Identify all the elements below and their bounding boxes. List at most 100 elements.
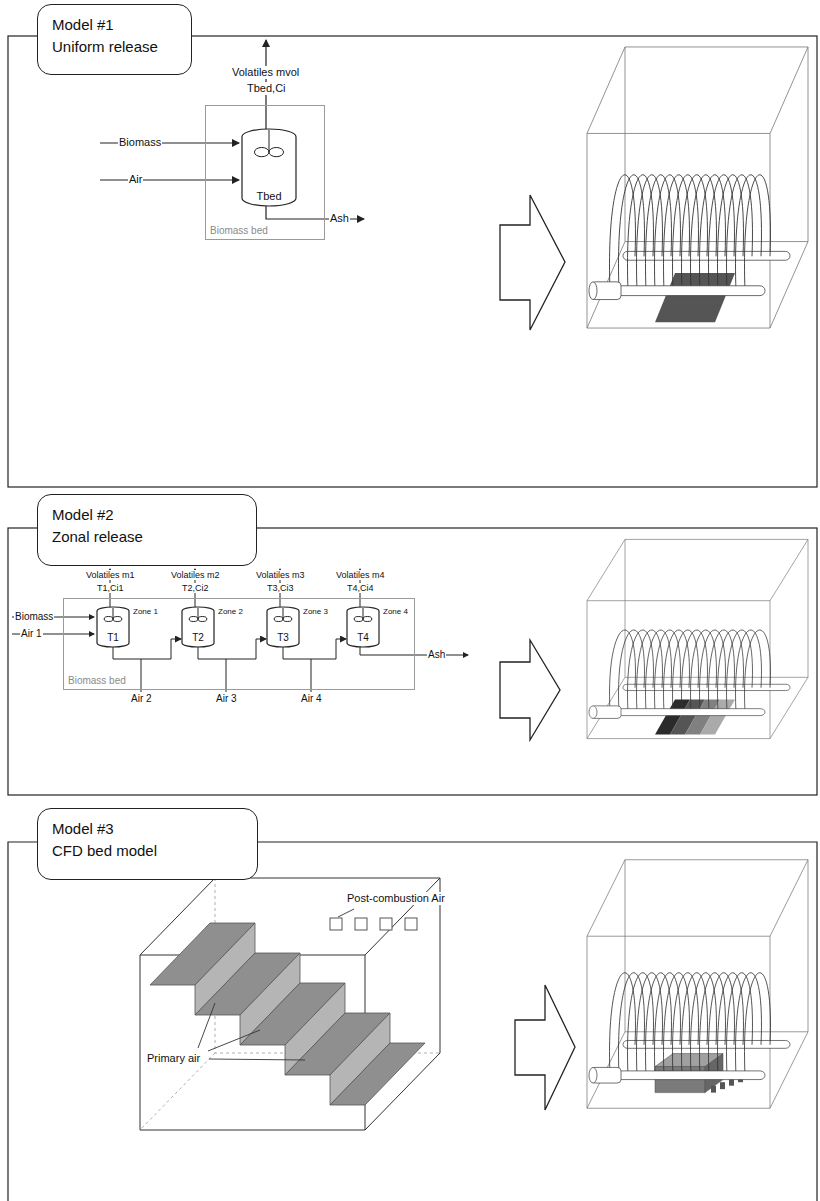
vessel-body xyxy=(347,607,379,647)
panel-frame xyxy=(8,842,817,1201)
hollow-arrow xyxy=(500,195,565,330)
bed-surface xyxy=(655,273,735,322)
model-number: Model #3 xyxy=(52,818,243,840)
reactor-vessel: Zone 2T2 xyxy=(181,607,215,647)
annotation-label: Volatiles m1 xyxy=(85,570,136,580)
bed-label: Biomass bed xyxy=(210,225,268,237)
furnace-outline xyxy=(140,878,440,1130)
air-line xyxy=(311,659,312,692)
mixer-blade xyxy=(269,147,284,156)
air-port xyxy=(330,918,342,930)
temperature-label: T1 xyxy=(96,632,130,643)
air-port xyxy=(380,918,392,930)
mixer-shaft xyxy=(269,130,270,152)
flow-arrow xyxy=(100,179,239,180)
model-name: Uniform release xyxy=(52,36,177,58)
annotation-label: Air 4 xyxy=(300,693,323,705)
vessel-body xyxy=(267,607,299,647)
mixer-blade xyxy=(274,617,283,622)
mixer-blade xyxy=(254,147,269,156)
grate-step xyxy=(330,1043,425,1105)
annotation-label: Volatiles m4 xyxy=(335,570,386,580)
leader-line xyxy=(209,1059,305,1060)
annotation-label: Air xyxy=(128,173,143,186)
annotation-label: Volatiles m2 xyxy=(170,570,221,580)
leader-line xyxy=(338,909,354,917)
bed-region: Biomass bedZone 1T1Zone 2T2Zone 3T3Zone … xyxy=(63,598,415,690)
reactor-vessel: Tbed xyxy=(241,129,297,206)
annotation-label: T3,Ci3 xyxy=(266,583,295,593)
furnace-3d xyxy=(587,47,808,328)
boiler-tubes xyxy=(589,630,790,718)
model-tab: Model #2Zonal release xyxy=(37,494,257,566)
boiler-tubes xyxy=(589,973,790,1083)
hollow-arrow xyxy=(515,985,575,1110)
annotation-label: Tbed,Ci xyxy=(246,82,287,95)
mixer-blade xyxy=(198,617,207,622)
air-port xyxy=(355,918,367,930)
model-name: CFD bed model xyxy=(52,840,243,862)
flow-arrow xyxy=(360,647,468,655)
furnace-box xyxy=(587,539,808,738)
leader-line xyxy=(198,1003,215,1048)
reactor-vessel: Zone 4T4 xyxy=(346,607,380,647)
boiler-tubes xyxy=(589,175,790,300)
air-port xyxy=(405,918,417,930)
annotation-label: Air 1 xyxy=(20,628,43,640)
panel-frame xyxy=(8,528,817,795)
annotation-label: Air 3 xyxy=(215,693,238,705)
vessel-body xyxy=(182,607,214,647)
vessel-body xyxy=(97,607,129,647)
model-tab: Model #3CFD bed model xyxy=(37,808,258,880)
hidden-edge xyxy=(140,878,440,1130)
annotation-label: Post-combustion Air xyxy=(346,892,446,905)
mixer-blade xyxy=(189,617,198,622)
temperature-label: Tbed xyxy=(241,190,297,202)
annotation-label: Ash xyxy=(329,212,350,225)
mixer-blade xyxy=(113,617,122,622)
annotation-label: Primary air xyxy=(146,1052,201,1065)
furnace-box xyxy=(587,860,808,1109)
vessel-body xyxy=(242,129,296,206)
annotation-label: Biomass xyxy=(14,611,54,623)
annotation-label: T1,Ci1 xyxy=(96,583,125,593)
furnace-3d xyxy=(587,539,808,738)
mixer-blade xyxy=(363,617,372,622)
air-line xyxy=(226,659,227,692)
mixer-blade xyxy=(104,617,113,622)
model-name: Zonal release xyxy=(52,526,242,548)
reactor-vessel: Zone 3T3 xyxy=(266,607,300,647)
bed-label: Biomass bed xyxy=(68,675,126,687)
annotation-label: T4,Ci4 xyxy=(346,583,375,593)
annotation-label: Ash xyxy=(427,649,446,661)
zone-label: Zone 2 xyxy=(218,608,243,617)
mixer-blade xyxy=(354,617,363,622)
reactor-vessel: Zone 1T1 xyxy=(96,607,130,647)
annotation-label: T2,Ci2 xyxy=(181,583,210,593)
temperature-label: T2 xyxy=(181,632,215,643)
zone-label: Zone 1 xyxy=(133,608,158,617)
annotation-label: Volatiles m3 xyxy=(255,570,306,580)
leader-line xyxy=(208,1030,260,1051)
hollow-arrow xyxy=(500,640,560,740)
air-port xyxy=(720,1082,725,1089)
temperature-label: T4 xyxy=(346,632,380,643)
temperature-label: T3 xyxy=(266,632,300,643)
annotation-label: Air 2 xyxy=(130,693,153,705)
bed-region: Biomass bed Tbed xyxy=(205,105,325,240)
furnace-box xyxy=(587,47,808,328)
furnace-3d xyxy=(587,860,808,1109)
model-number: Model #1 xyxy=(52,14,177,36)
annotation-label: Biomass xyxy=(118,136,162,149)
zone-label: Zone 4 xyxy=(383,608,408,617)
zone-label: Zone 3 xyxy=(303,608,328,617)
mixer-blade xyxy=(283,617,292,622)
model-number: Model #2 xyxy=(52,504,242,526)
annotation-label: Volatiles mvol xyxy=(231,66,300,79)
air-line xyxy=(141,659,142,692)
air-port xyxy=(711,1086,716,1093)
panel-frame xyxy=(8,36,817,487)
model-tab: Model #1Uniform release xyxy=(37,4,192,75)
